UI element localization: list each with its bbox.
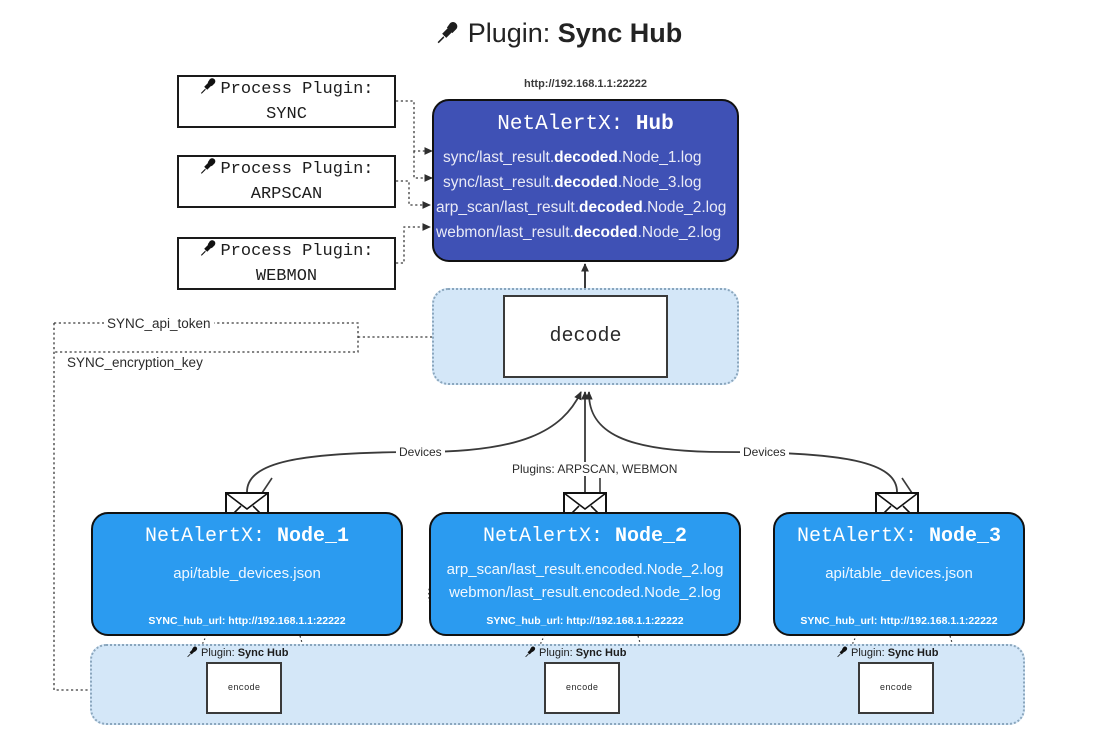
node-prefix: NetAlertX: bbox=[796, 525, 917, 548]
encode-label: encode bbox=[565, 683, 599, 693]
hub-prefix: NetAlertX: bbox=[497, 113, 624, 136]
process-plugin-label: Process Plugin: bbox=[220, 79, 374, 99]
hub-log-row: webmon/last_result.decoded.Node_2.log bbox=[434, 220, 737, 245]
log-post: .Node_1.log bbox=[617, 149, 702, 166]
encode-box-2[interactable]: encode bbox=[544, 662, 620, 714]
secret-label-encryption-key: SYNC_encryption_key bbox=[64, 355, 206, 370]
node-footer: SYNC_hub_url: http://192.168.1.1:22222 bbox=[486, 615, 684, 627]
plug-icon bbox=[199, 76, 218, 104]
encoder-plugin-label: Plugin: bbox=[851, 647, 885, 659]
node-title: NetAlertX: Node_1 bbox=[93, 525, 401, 548]
process-plugin-label: Process Plugin: bbox=[220, 241, 374, 261]
log-post: .Node_2.log bbox=[637, 224, 722, 242]
plug-icon bbox=[435, 19, 461, 52]
edge-label-devices-right: Devices bbox=[740, 445, 789, 459]
encode-label: encode bbox=[879, 683, 913, 693]
node-prefix: NetAlertX: bbox=[482, 525, 603, 548]
page-title-name: Sync Hub bbox=[557, 18, 683, 48]
node-title: NetAlertX: Node_3 bbox=[775, 525, 1023, 548]
node-card-node-1[interactable]: NetAlertX: Node_1 api/table_devices.json… bbox=[91, 512, 403, 636]
node-name: Node_3 bbox=[929, 525, 1002, 548]
node-name: Node_1 bbox=[277, 525, 350, 548]
process-plugin-name: SYNC bbox=[266, 105, 307, 124]
plug-icon bbox=[524, 645, 537, 661]
log-pre: sync/last_result. bbox=[443, 174, 555, 192]
node-title: NetAlertX: Node_2 bbox=[431, 525, 739, 548]
edge-label-devices-left: Devices bbox=[396, 445, 445, 459]
hub-log-row: sync/last_result.decoded.Node_3.log bbox=[434, 170, 737, 195]
log-em: decoded bbox=[573, 224, 638, 242]
process-plugin-webmon[interactable]: Process Plugin: WEBMON bbox=[177, 237, 396, 290]
hub-name: Hub bbox=[635, 113, 674, 136]
plug-icon bbox=[199, 156, 218, 184]
process-plugin-sync[interactable]: Process Plugin: SYNC bbox=[177, 75, 396, 128]
encoder-plugin-label-3: Plugin: Sync Hub bbox=[836, 645, 938, 661]
log-em: decoded bbox=[554, 149, 618, 166]
encoder-plugin-name: Sync Hub bbox=[887, 647, 939, 659]
decode-label: decode bbox=[549, 325, 622, 348]
node-card-node-2[interactable]: NetAlertX: Node_2 arp_scan/last_result.e… bbox=[429, 512, 741, 636]
encoder-plugin-name: Sync Hub bbox=[237, 647, 289, 659]
encode-box-3[interactable]: encode bbox=[858, 662, 934, 714]
hub-title: NetAlertX: Hub bbox=[434, 113, 737, 136]
plug-icon bbox=[199, 238, 218, 266]
edge-label-plugins-center: Plugins: ARPSCAN, WEBMON bbox=[509, 462, 681, 476]
node-line: api/table_devices.json bbox=[825, 565, 973, 582]
node-card-node-3[interactable]: NetAlertX: Node_3 api/table_devices.json… bbox=[773, 512, 1025, 636]
node-footer: SYNC_hub_url: http://192.168.1.1:22222 bbox=[800, 615, 998, 627]
encode-label: encode bbox=[227, 683, 261, 693]
hub-url: http://192.168.1.1:22222 bbox=[524, 78, 647, 90]
hub-card[interactable]: NetAlertX: Hub sync/last_result.decoded.… bbox=[432, 99, 739, 262]
log-post: .Node_2.log bbox=[642, 199, 727, 217]
log-em: decoded bbox=[554, 174, 618, 192]
log-pre: sync/last_result. bbox=[443, 149, 555, 166]
hub-log-list: sync/last_result.decoded.Node_1.log sync… bbox=[434, 145, 737, 245]
log-post: .Node_3.log bbox=[617, 174, 702, 192]
log-pre: webmon/last_result. bbox=[436, 224, 574, 242]
node-name: Node_2 bbox=[615, 525, 688, 548]
node-prefix: NetAlertX: bbox=[144, 525, 265, 548]
node-line: webmon/last_result.encoded.Node_2.log bbox=[449, 584, 721, 602]
node-line: api/table_devices.json bbox=[173, 565, 321, 582]
log-em: decoded bbox=[579, 199, 643, 217]
process-plugin-label: Process Plugin: bbox=[220, 159, 374, 179]
process-plugin-name: ARPSCAN bbox=[250, 185, 323, 204]
plug-icon bbox=[836, 645, 849, 661]
node-footer: SYNC_hub_url: http://192.168.1.1:22222 bbox=[148, 615, 346, 627]
process-plugin-name: WEBMON bbox=[255, 267, 318, 286]
node-line: arp_scan/last_result.encoded.Node_2.log bbox=[446, 561, 724, 578]
plug-icon bbox=[186, 645, 199, 661]
hub-log-row: sync/last_result.decoded.Node_1.log bbox=[434, 145, 737, 170]
decode-box[interactable]: decode bbox=[503, 295, 668, 378]
page-title-label: Plugin: bbox=[467, 18, 551, 48]
process-plugin-arpscan[interactable]: Process Plugin: ARPSCAN bbox=[177, 155, 396, 208]
encoder-plugin-name: Sync Hub bbox=[575, 647, 627, 659]
secret-label-api-token: SYNC_api_token bbox=[104, 316, 214, 331]
encoder-plugin-label: Plugin: bbox=[201, 647, 235, 659]
encoder-plugin-label-1: Plugin: Sync Hub bbox=[186, 645, 288, 661]
log-pre: arp_scan/last_result. bbox=[436, 199, 580, 217]
hub-log-row: arp_scan/last_result.decoded.Node_2.log bbox=[434, 195, 737, 220]
encode-box-1[interactable]: encode bbox=[206, 662, 282, 714]
encoder-plugin-label-2: Plugin: Sync Hub bbox=[524, 645, 626, 661]
page-title: Plugin: Sync Hub bbox=[0, 18, 1117, 52]
encoder-plugin-label: Plugin: bbox=[539, 647, 573, 659]
